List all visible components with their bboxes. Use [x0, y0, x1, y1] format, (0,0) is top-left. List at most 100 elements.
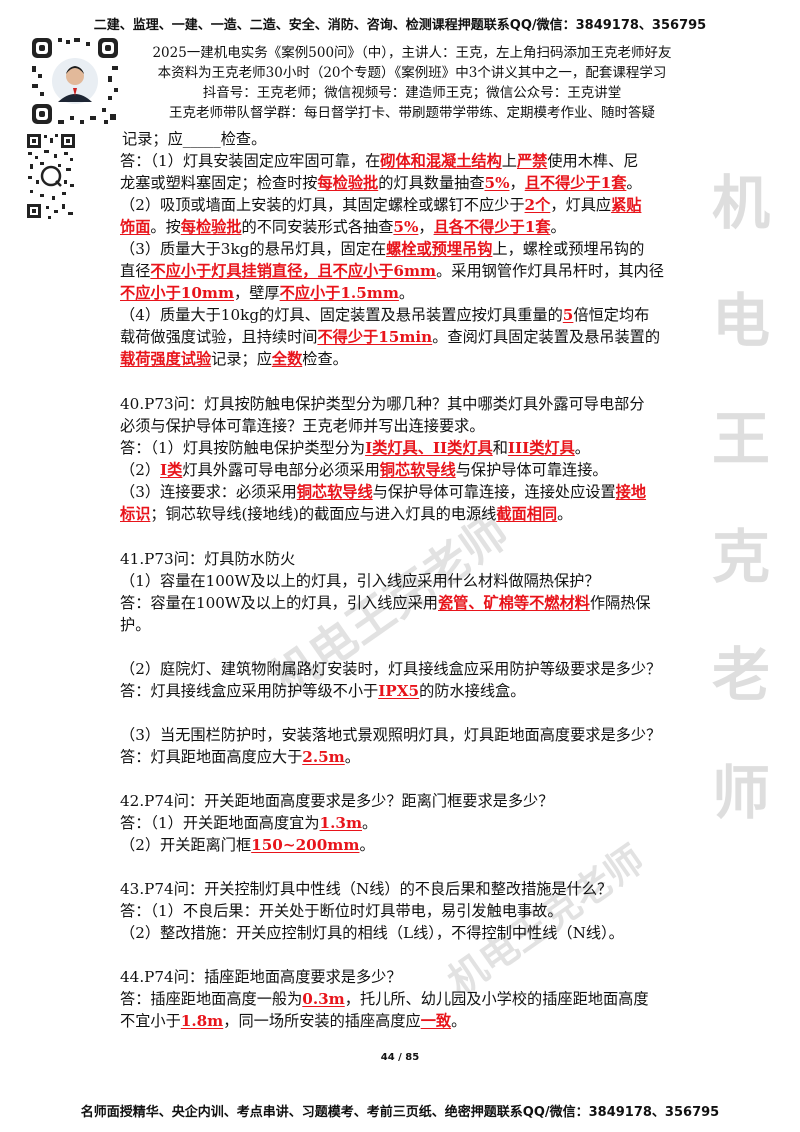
answer-highlight: 1.8m	[180, 1012, 224, 1030]
text-segment: ，托儿所、幼儿园及小学校的插座距地面高度	[344, 990, 649, 1008]
text-segment: （1）容量在100W及以上的灯具，引入线应采用什么材料做隔热保护？	[120, 572, 600, 590]
text-segment: 答：灯具接线盒应采用防护等级不小于	[120, 682, 379, 700]
text-line: 答：（1）开关距地面高度宜为1.3m。	[120, 812, 377, 834]
text-segment: 。	[359, 836, 375, 854]
text-line: （3）质量大于3kg的悬吊灯具，固定在螺栓或预埋吊钩上，螺栓或预埋吊钩的	[120, 238, 644, 260]
answer-highlight: IPX5	[378, 682, 420, 700]
answer-highlight: 5	[562, 306, 574, 324]
top-banner: 二建、监理、一建、一造、二造、安全、消防、咨询、检测课程押题联系QQ/微信：38…	[93, 18, 707, 33]
text-segment: ，	[509, 174, 525, 192]
header-line-3: 抖音号：王克老师；微信视频号：建造师王克；微信公众号：王克讲堂	[202, 85, 622, 101]
text-line: 答：（1）灯具安装固定应牢固可靠，在砌体和混凝土结构上严禁使用木榫、尼	[120, 150, 638, 172]
header-line-2: 本资料为王克老师30小时（20个专题）《案例班》中3个讲义其中之一，配套课程学习	[157, 65, 667, 81]
text-segment: 载荷做强度试验，且持续时间	[120, 328, 318, 346]
text-segment: ，灯具应	[550, 196, 612, 214]
text-segment: 记录；应	[122, 130, 183, 148]
text-segment: 不宜小于	[120, 1012, 181, 1030]
bottom-banner: 名师面授精华、央企内训、考点串讲、习题模考、考前三页纸、绝密押题联系QQ/微信：…	[80, 1105, 720, 1120]
text-segment: ，同一场所安装的插座高度应	[223, 1012, 421, 1030]
text-line: 答：（1）不良后果：开关处于断位时灯具带电，易引发触电事故。	[120, 900, 563, 922]
text-line: （3）当无围栏防护时，安装落地式景观照明灯具，灯具距地面高度要求是多少？	[120, 724, 661, 746]
text-line: 记录；应_____检查。	[122, 128, 266, 150]
answer-highlight: 饰面	[120, 218, 151, 236]
text-line: 答：插座距地面高度一般为0.3m，托儿所、幼儿园及小学校的插座距地面高度	[120, 988, 649, 1010]
watermark-char: 老	[712, 641, 771, 709]
text-line: 答：灯具接线盒应采用防护等级不小于IPX5的防水接线盒。	[120, 680, 525, 702]
watermark-char: 克	[712, 523, 771, 591]
text-segment: 使用木榫、尼	[547, 152, 639, 170]
text-segment: 护。	[120, 616, 151, 634]
text-line: 42.P74问：开关距地面高度要求是多少？距离门框要求是多少？	[120, 790, 553, 812]
text-segment: 。	[626, 174, 642, 192]
answer-highlight: 5%	[484, 174, 510, 192]
text-segment: ；铜芯软导线(接地线)的截面应与进入灯具的电源线	[150, 505, 497, 523]
text-segment: 答：（1）开关距地面高度宜为	[120, 814, 320, 832]
text-segment: 记录；应	[211, 350, 272, 368]
text-line: 不应小于10mm，壁厚不应小于1.5mm。	[120, 282, 414, 304]
text-segment: 44.P74问：插座距地面高度要求是多少？	[120, 968, 402, 986]
answer-highlight: 每检验批	[180, 218, 242, 236]
text-segment: 上，螺栓或预埋吊钩的	[492, 240, 645, 258]
text-segment: 检查。	[220, 130, 267, 148]
answer-highlight: 砌体和混凝土结构	[380, 152, 502, 170]
answer-highlight: 不应小于10mm	[120, 284, 235, 302]
text-line: 不宜小于1.8m，同一场所安装的插座高度应一致。	[120, 1010, 466, 1032]
text-line: （2）开关距离门框150~200mm。	[120, 834, 375, 856]
text-segment: 倍恒定均布	[573, 306, 650, 324]
answer-highlight: 标识	[120, 505, 151, 523]
answer-highlight: 铜芯软导线	[379, 461, 456, 479]
watermark-char: 王	[712, 405, 771, 473]
text-line: （2）吸顶或墙面上安装的灯具，其固定螺栓或螺钉不应少于2个，灯具应紧贴	[120, 194, 641, 216]
text-segment: 。	[550, 218, 566, 236]
qr-code-small	[26, 132, 76, 220]
text-line: （3）连接要求：必须采用铜芯软导线与保护导体可靠连接，连接处应设置接地	[120, 481, 646, 503]
text-segment: 答：（1）灯具按防触电保护类型分为	[120, 439, 366, 457]
answer-highlight: 载荷强度试验	[120, 350, 212, 368]
text-line: 44.P74问：插座距地面高度要求是多少？	[120, 966, 402, 988]
answer-highlight: 且各不得少于1套	[433, 218, 551, 236]
text-line: （4）质量大于10kg的灯具、固定装置及悬吊装置应按灯具重量的5倍恒定均布	[120, 304, 649, 326]
text-segment: 。	[362, 814, 378, 832]
text-segment: 42.P74问：开关距地面高度要求是多少？距离门框要求是多少？	[120, 792, 554, 810]
text-segment: （4）质量大于10kg的灯具、固定装置及悬吊装置应按灯具重量的	[120, 306, 563, 324]
text-segment: 答：灯具距地面高度应大于	[120, 748, 303, 766]
answer-highlight: I类	[160, 461, 183, 479]
text-segment: 答：容量在100W及以上的灯具，引入线应采用	[120, 594, 438, 612]
text-line: （2）I类灯具外露可导电部分必须采用铜芯软导线与保护导体可靠连接。	[120, 459, 608, 481]
text-segment: 检查。	[302, 350, 348, 368]
text-line: 载荷做强度试验，且持续时间不得少于15min。查阅灯具固定装置及悬吊装置的	[120, 326, 660, 348]
text-segment: 和	[492, 439, 508, 457]
header-line-1: 2025一建机电实务《案例500问》（中），主讲人：王克，左上角扫码添加王克老师…	[152, 45, 672, 61]
text-segment: （2）开关距离门框	[120, 836, 252, 854]
text-segment: （2）整改措施：开关应控制灯具的相线（L线），不得控制中性线（N线）。	[120, 924, 624, 942]
text-segment: 。	[398, 284, 415, 302]
answer-highlight: III类灯具	[507, 439, 575, 457]
text-segment: 答：（1）不良后果：开关处于断位时灯具带电，易引发触电事故。	[120, 902, 563, 920]
text-segment: 龙塞或塑料塞固定；检查时按	[120, 174, 318, 192]
text-segment: 作隔热保	[589, 594, 651, 612]
text-segment: 答：（1）灯具安装固定应牢固可靠，在	[120, 152, 381, 170]
answer-highlight: 截面相同	[496, 505, 558, 523]
text-segment: 40.P73问：灯具按防触电保护类型分为哪几种？其中哪类灯具外露可导电部分	[120, 395, 645, 413]
answer-highlight: 150~200mm	[251, 836, 360, 854]
qr-code-avatar	[28, 34, 122, 128]
text-segment: （3）当无围栏防护时，安装落地式景观照明灯具，灯具距地面高度要求是多少？	[120, 726, 662, 744]
text-segment: （2）	[120, 461, 161, 479]
answer-highlight: 不应小于1.5mm	[279, 284, 399, 302]
text-segment: 的防水接线盒。	[419, 682, 526, 700]
text-segment: 的不同安装形式各抽查	[241, 218, 394, 236]
text-segment: 直径	[120, 262, 151, 280]
answer-highlight: 螺栓或预埋吊钩	[386, 240, 493, 258]
text-segment: 。	[451, 1012, 467, 1030]
text-segment: （3）连接要求：必须采用	[120, 483, 297, 501]
answer-highlight: 2.5m	[302, 748, 345, 766]
text-line: 标识；铜芯软导线(接地线)的截面应与进入灯具的电源线截面相同。	[120, 503, 572, 525]
text-line: 答：（1）灯具按防触电保护类型分为I类灯具、II类灯具和III类灯具。	[120, 437, 590, 459]
text-segment: 。采用钢管作灯具吊杆时，其内径	[436, 262, 664, 280]
header-line-4: 王克老师带队督学群：每日督学打卡、带刷题带学带练、定期模考作业、随时答疑	[169, 105, 655, 121]
answer-highlight: 不应小于灯具挂销直径，且不应小于6mm	[150, 262, 437, 280]
page-number: 44 / 85	[380, 1052, 420, 1063]
answer-highlight: 且不得少于1套	[524, 174, 627, 192]
text-line: 饰面。按每检验批的不同安装形式各抽查5%，且各不得少于1套。	[120, 216, 566, 238]
answer-highlight: I类灯具、II类灯具	[365, 439, 493, 457]
